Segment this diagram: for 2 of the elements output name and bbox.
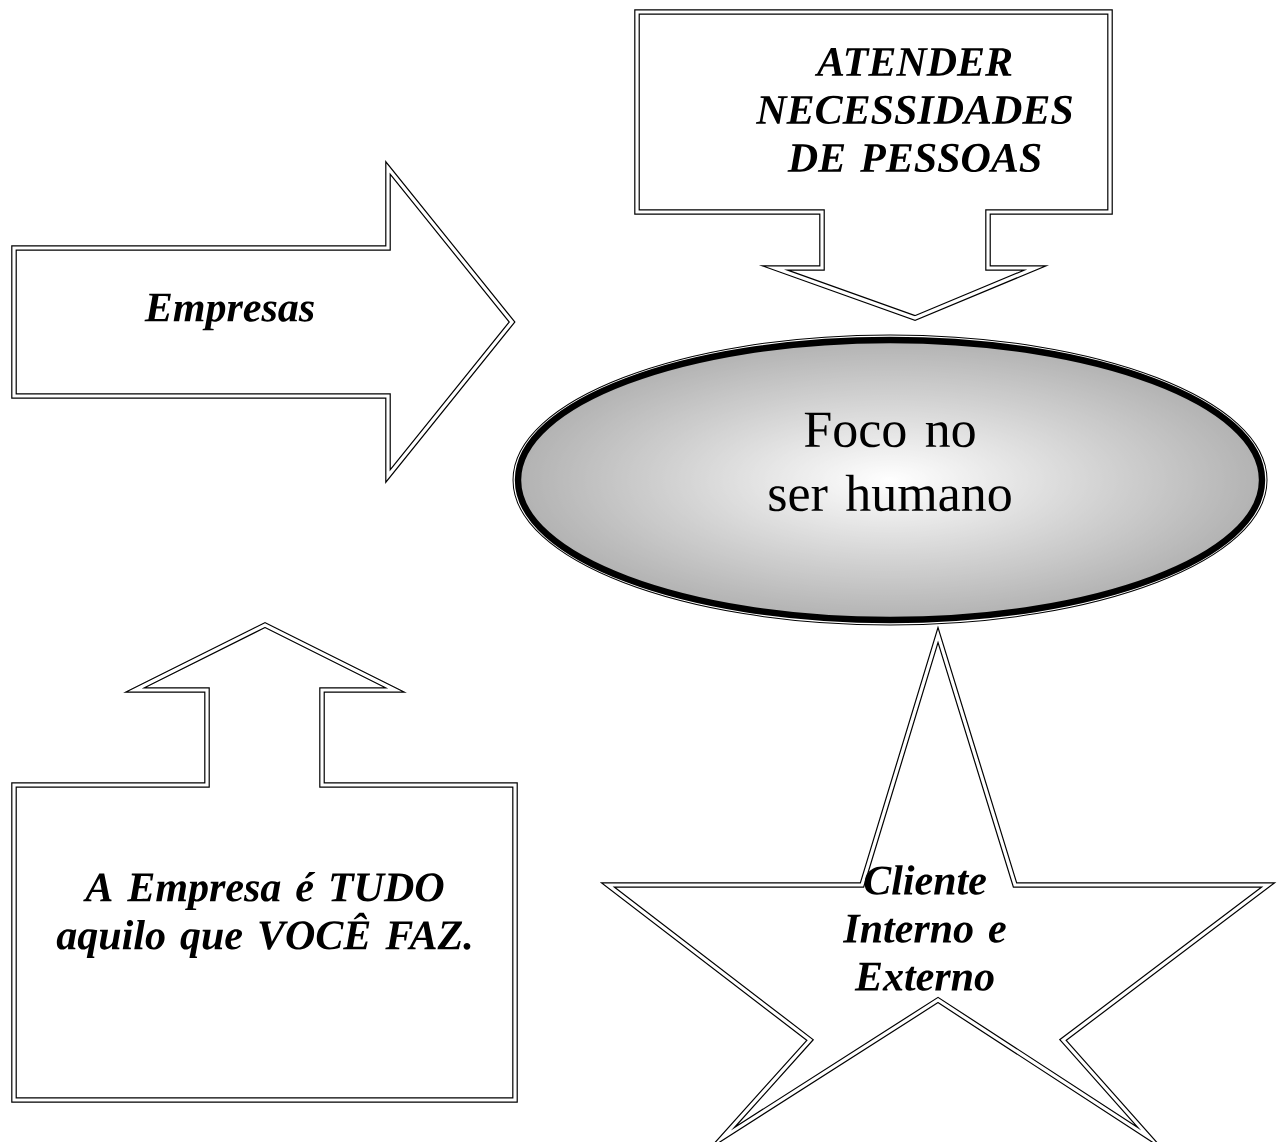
down-arrow-callout: ATENDER NECESSIDADES DE PESSOAS [634,9,1113,321]
up-arrow-callout: A Empresa é TUDO aquilo que VOCÊ FAZ. [11,621,518,1103]
